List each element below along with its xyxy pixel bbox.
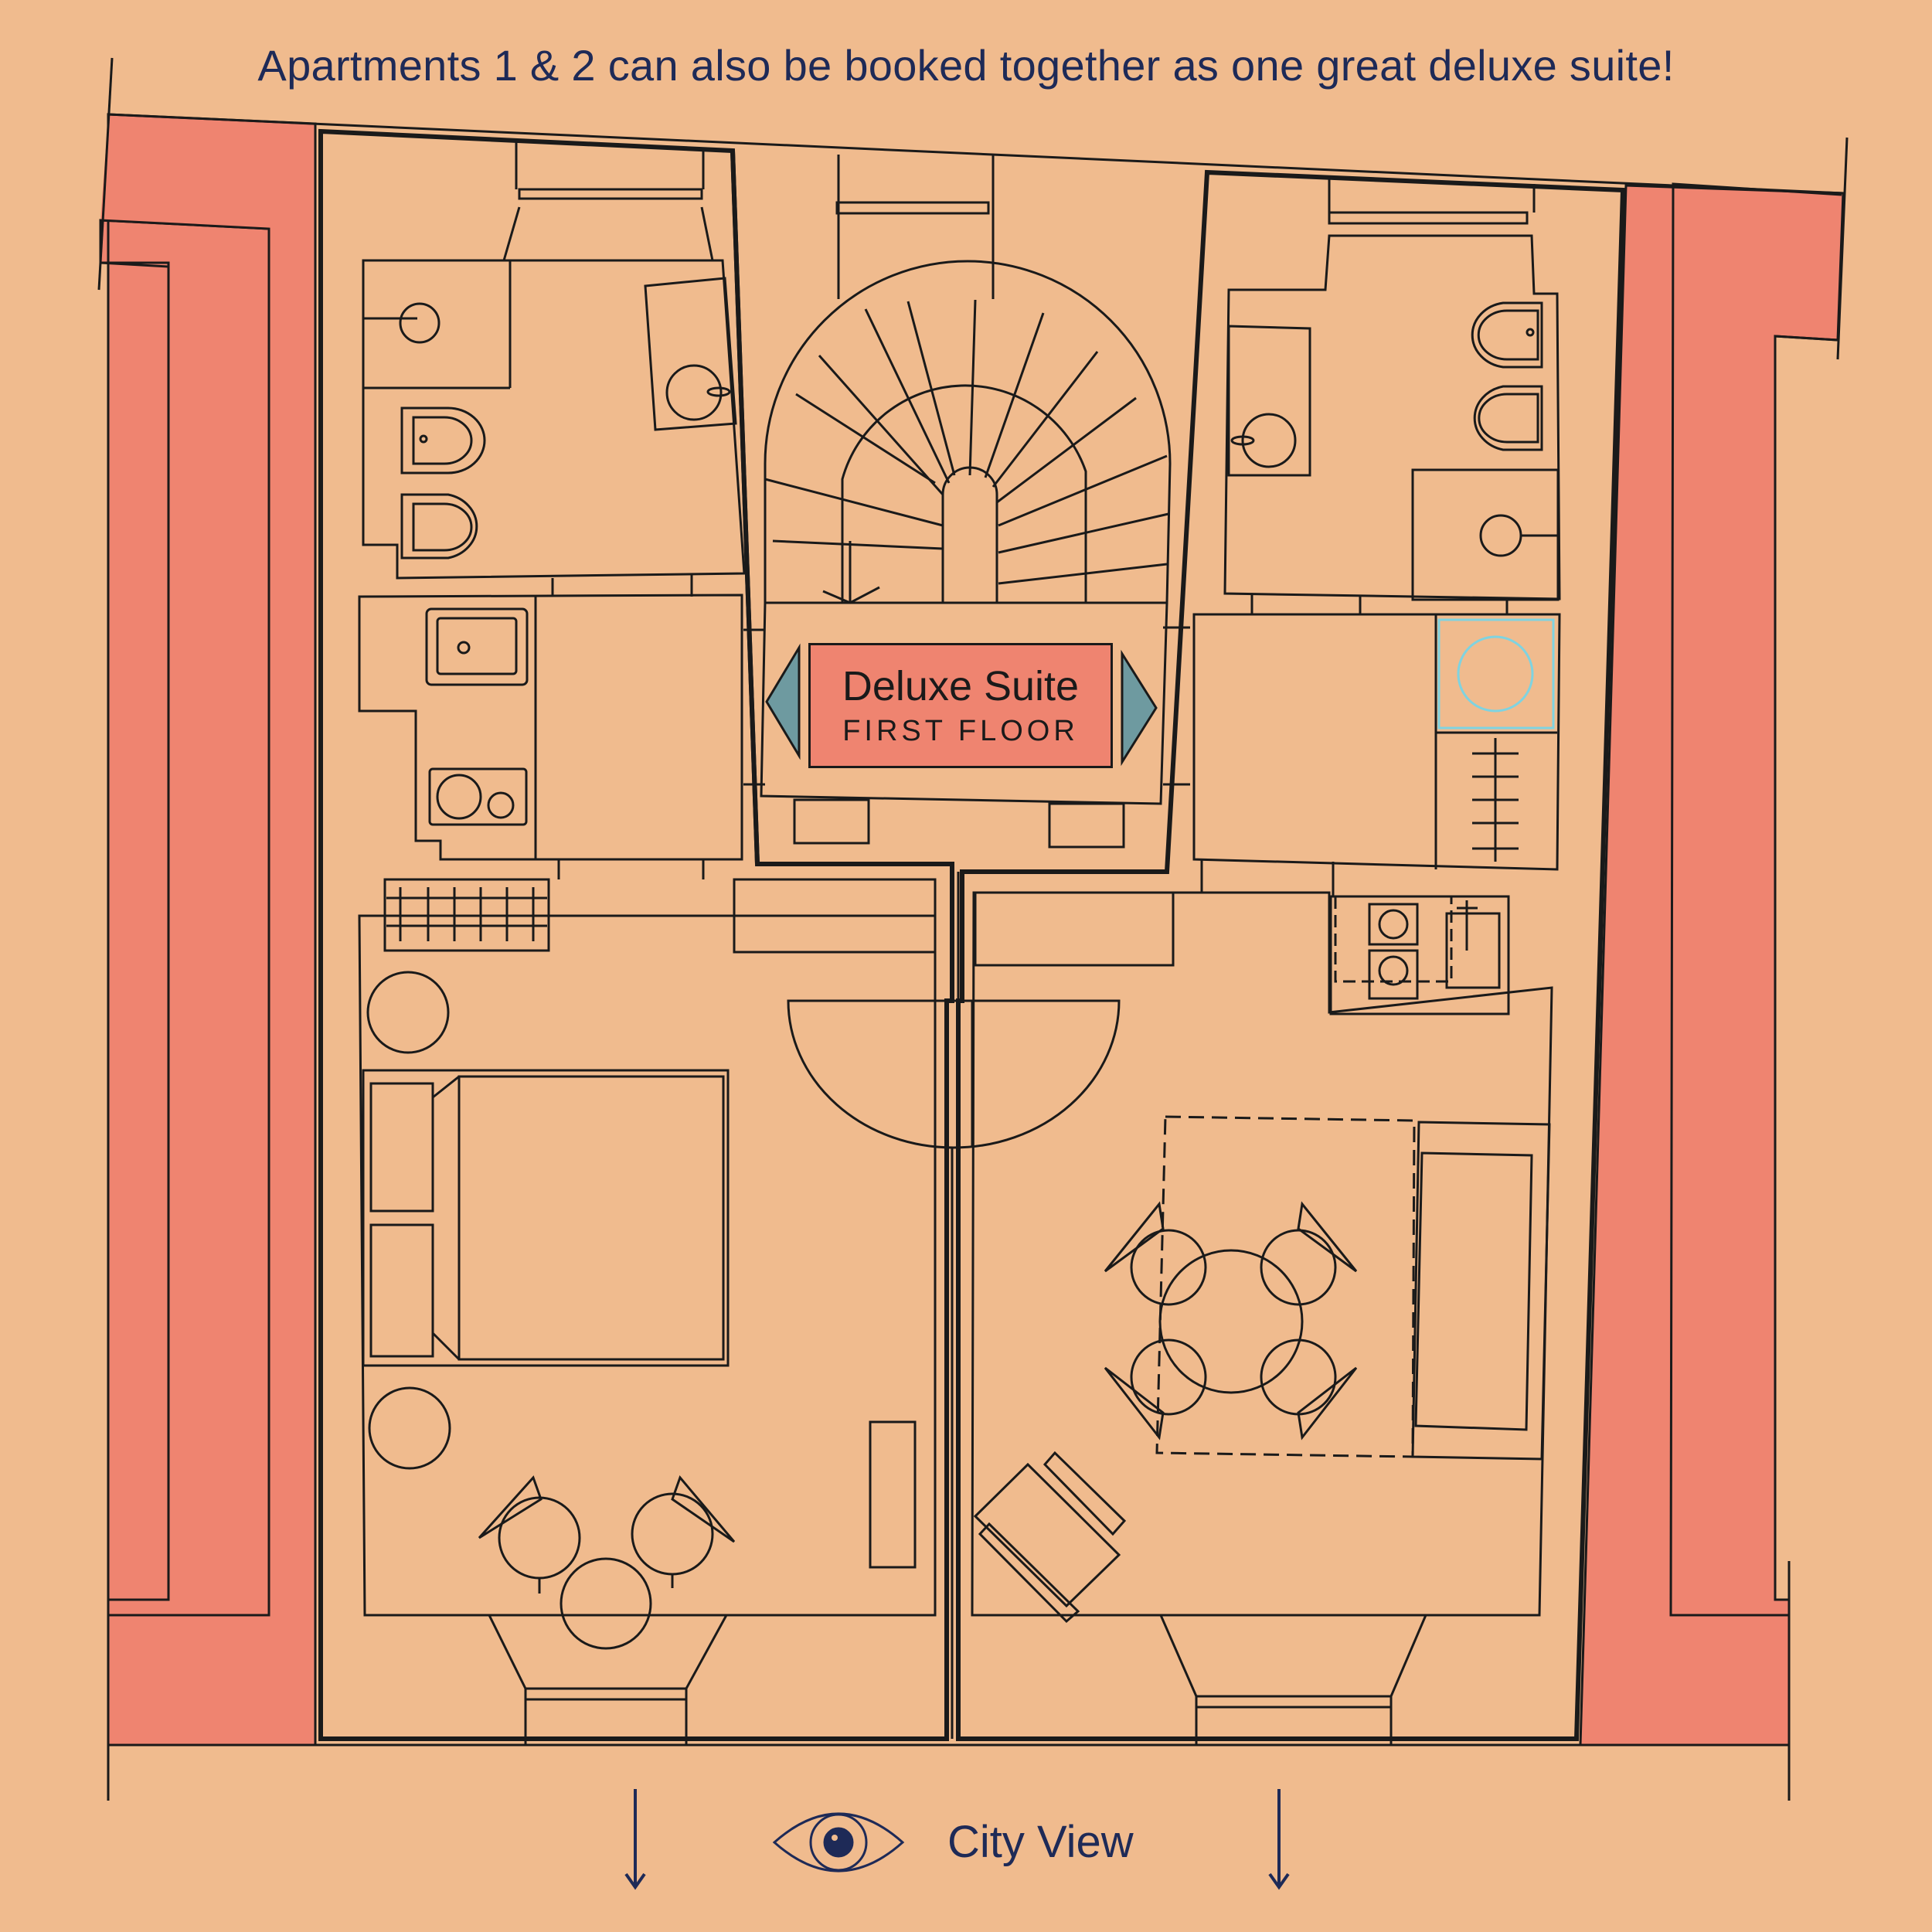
washer	[1437, 618, 1555, 730]
eye-icon	[772, 1812, 905, 1872]
left-wall-fill	[100, 116, 314, 1743]
apartment-1-outline	[318, 128, 954, 1741]
spiral-staircase	[743, 155, 1190, 849]
suite-title: Deluxe Suite	[842, 663, 1080, 709]
view-arrows	[624, 1789, 1290, 1890]
arrow-right-marker	[1121, 649, 1158, 767]
connecting-door	[787, 999, 1121, 1739]
apartment-2-interior	[971, 179, 1561, 1745]
suite-floor: FIRST FLOOR	[842, 715, 1079, 747]
arrow-left-marker	[765, 643, 801, 760]
suite-label: Deluxe Suite FIRST FLOOR	[808, 643, 1113, 768]
apartment-2-outline	[956, 169, 1626, 1741]
right-wall-fill	[1582, 187, 1842, 1743]
booking-banner: Apartments 1 & 2 can also be booked toge…	[257, 41, 1675, 90]
city-view-label: City View	[947, 1817, 1134, 1867]
apartment-1-interior	[358, 141, 937, 1745]
